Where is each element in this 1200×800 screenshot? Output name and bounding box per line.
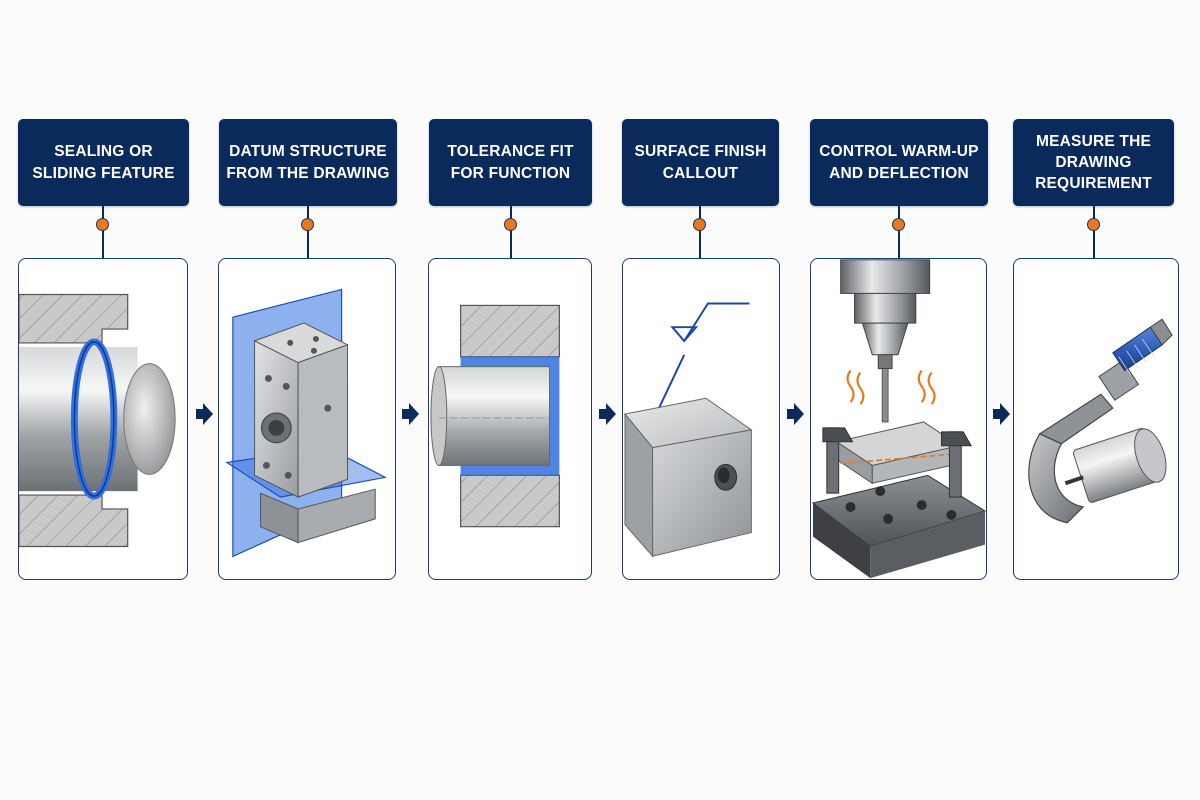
- step-3-header: TOLERANCE FIT FOR FUNCTION: [429, 119, 592, 206]
- step-6-connector: [1093, 206, 1095, 258]
- seal-shaft-icon: [19, 293, 176, 548]
- step-5-connector-dot: [892, 218, 905, 231]
- step-1-connector-dot: [96, 218, 109, 231]
- fit-pin-icon: [430, 304, 560, 528]
- step-4-connector-dot: [693, 218, 706, 231]
- step-4-connector: [699, 206, 701, 258]
- step-5-header: CONTROL WARM-UP AND DEFLECTION: [810, 119, 988, 206]
- step-6-header: MEASURE THE DRAWING REQUIREMENT: [1013, 119, 1174, 206]
- flow-arrow-1-2: [196, 403, 213, 425]
- step-2-header: DATUM STRUCTURE FROM THE DRAWING: [219, 119, 397, 206]
- flow-arrow-4-5: [787, 403, 804, 425]
- step-4-card: [622, 258, 780, 580]
- micrometer-icon: [1028, 318, 1173, 524]
- step-6-connector-dot: [1087, 218, 1100, 231]
- flow-arrow-2-3: [402, 403, 419, 425]
- step-4-header: SURFACE FINISH CALLOUT: [622, 119, 779, 206]
- spindle-fixture-icon: [811, 259, 986, 579]
- surface-finish-icon: [624, 302, 753, 558]
- step-1-connector: [102, 206, 104, 258]
- step-3-connector-dot: [504, 218, 517, 231]
- step-3-card: [428, 258, 592, 580]
- step-5-connector: [898, 206, 900, 258]
- flow-arrow-5-6: [993, 403, 1010, 425]
- step-1-card: [18, 258, 188, 580]
- step-1-header: SEALING OR SLIDING FEATURE: [18, 119, 189, 206]
- flow-arrow-3-4: [599, 403, 616, 425]
- step-5-card: [810, 258, 987, 580]
- step-6-card: [1013, 258, 1179, 580]
- step-2-card: [218, 258, 396, 580]
- step-2-connector-dot: [301, 218, 314, 231]
- datum-block-icon: [225, 288, 387, 558]
- step-2-connector: [307, 206, 309, 258]
- step-3-connector: [510, 206, 512, 258]
